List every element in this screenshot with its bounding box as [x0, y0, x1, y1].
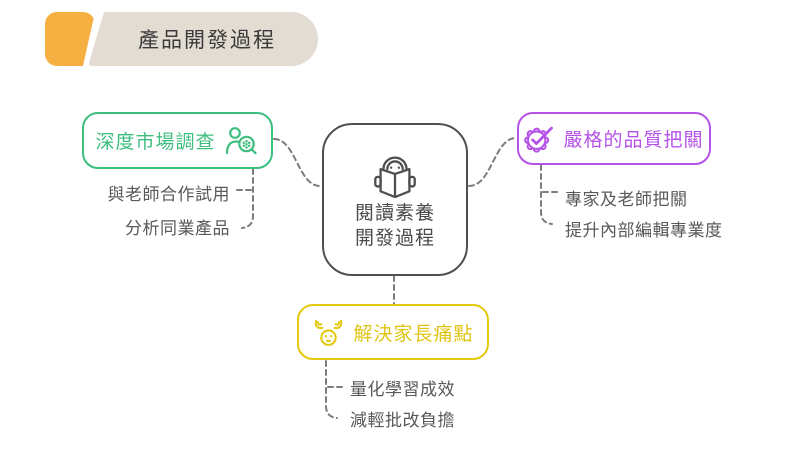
connector-green-subtree	[241, 168, 254, 229]
center-node-line2: 開發過程	[354, 227, 435, 249]
connector-purple-subtree	[540, 164, 553, 225]
connector-yellow-subtree	[325, 360, 338, 419]
sub-item-quality-2: 提升內部編輯專業度	[565, 221, 723, 240]
branch-node-parent-painpoints: 解決家長痛點	[297, 304, 489, 360]
branch-label-parent-painpoints: 解決家長痛點	[353, 323, 474, 345]
sub-item-quality-1: 專家及老師把關	[565, 190, 688, 209]
certified-seal-check-icon	[524, 126, 554, 153]
branch-label-market-research: 深度市場調查	[95, 132, 216, 153]
sub-item-market-1: 與老師合作試用	[107, 185, 230, 204]
stressed-face-icon	[315, 319, 343, 346]
sub-item-painpoint-2: 減輕批改負擔	[350, 411, 455, 430]
center-node: 閱讀素養 開發過程	[322, 123, 468, 276]
user-search-icon	[225, 126, 257, 154]
center-node-line1: 閱讀素養	[354, 202, 435, 224]
header-bar: 產品開發過程	[88, 12, 318, 66]
connector-green-to-center	[273, 138, 321, 187]
person-reading-book-icon	[374, 156, 416, 198]
sub-item-painpoint-1: 量化學習成效	[350, 380, 455, 399]
connector-center-to-purple	[468, 137, 517, 187]
header-accent-shape	[45, 12, 95, 66]
branch-node-quality-control: 嚴格的品質把關	[517, 112, 711, 165]
branch-node-market-research: 深度市場調查	[82, 112, 273, 169]
sub-item-market-2: 分析同業產品	[125, 219, 230, 238]
page-title: 產品開發過程	[138, 29, 276, 52]
branch-label-quality-control: 嚴格的品質把關	[563, 130, 704, 151]
